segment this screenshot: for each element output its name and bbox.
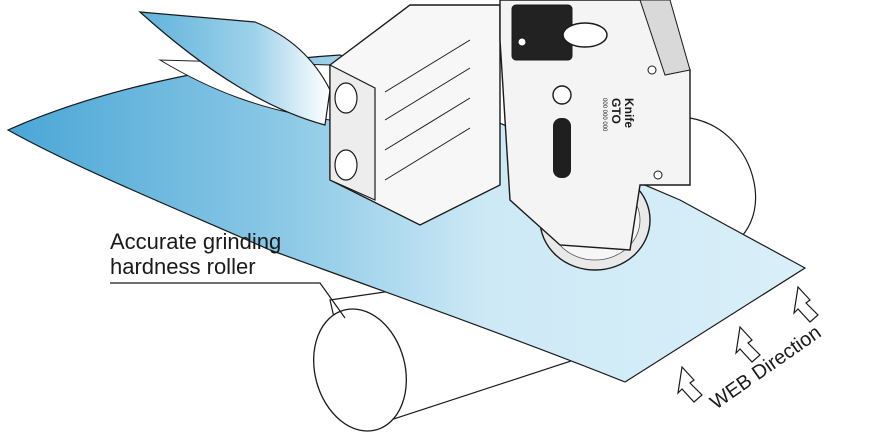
knife-holder: GTO Knife 000 000 000 [499,0,691,251]
direction-arrow-icon [735,325,761,363]
adjustment-slot [553,118,571,178]
callout-line-1: Accurate grinding [110,229,282,254]
direction-arrow-icon [793,285,819,323]
knife-product-text: Knife [622,98,636,128]
callout-line-2: hardness roller [110,254,256,279]
direction-arrow-icon [677,365,703,403]
mounting-block [329,4,501,226]
web-flap [138,11,331,126]
roller-callout: Accurate grinding hardness roller [110,229,281,279]
knife-logo-oval [562,22,608,48]
web-direction-label: WEB Direction [706,321,825,414]
callout-leader [110,282,346,319]
adjustment-screw [552,85,572,105]
web-direction-arrows [677,285,819,403]
knife-brand-text: GTO [609,98,623,124]
knife-code-text: 000 000 000 [601,98,607,132]
